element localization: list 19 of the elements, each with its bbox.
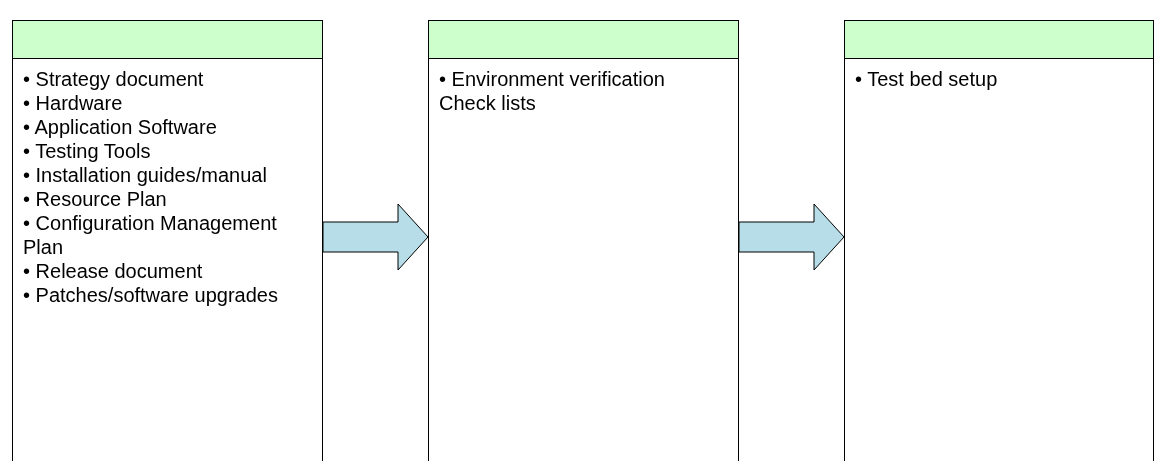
list-item: • Testing Tools (23, 139, 152, 163)
list-item: • Resource Plan (23, 187, 168, 211)
list-item: • Hardware (23, 91, 124, 115)
list-item: • Configuration Management Plan (23, 211, 278, 259)
block-arrow (738, 203, 845, 271)
list-item: • Application Software (23, 115, 218, 139)
text-panel (428, 58, 739, 461)
list-item: • Environment verification Check lists (439, 67, 666, 115)
list-item: • Release document (23, 259, 204, 283)
list-item: • Test bed setup (855, 67, 999, 91)
header-bar (428, 20, 739, 59)
text-panel (12, 58, 323, 461)
list-item: • Installation guides/manual (23, 163, 268, 187)
list-item: • Patches/software upgrades (23, 283, 279, 307)
block-arrow (322, 203, 429, 271)
text-panel (844, 58, 1154, 461)
list-item: • Strategy document (23, 67, 205, 91)
header-bar (12, 20, 323, 59)
header-bar (844, 20, 1154, 59)
